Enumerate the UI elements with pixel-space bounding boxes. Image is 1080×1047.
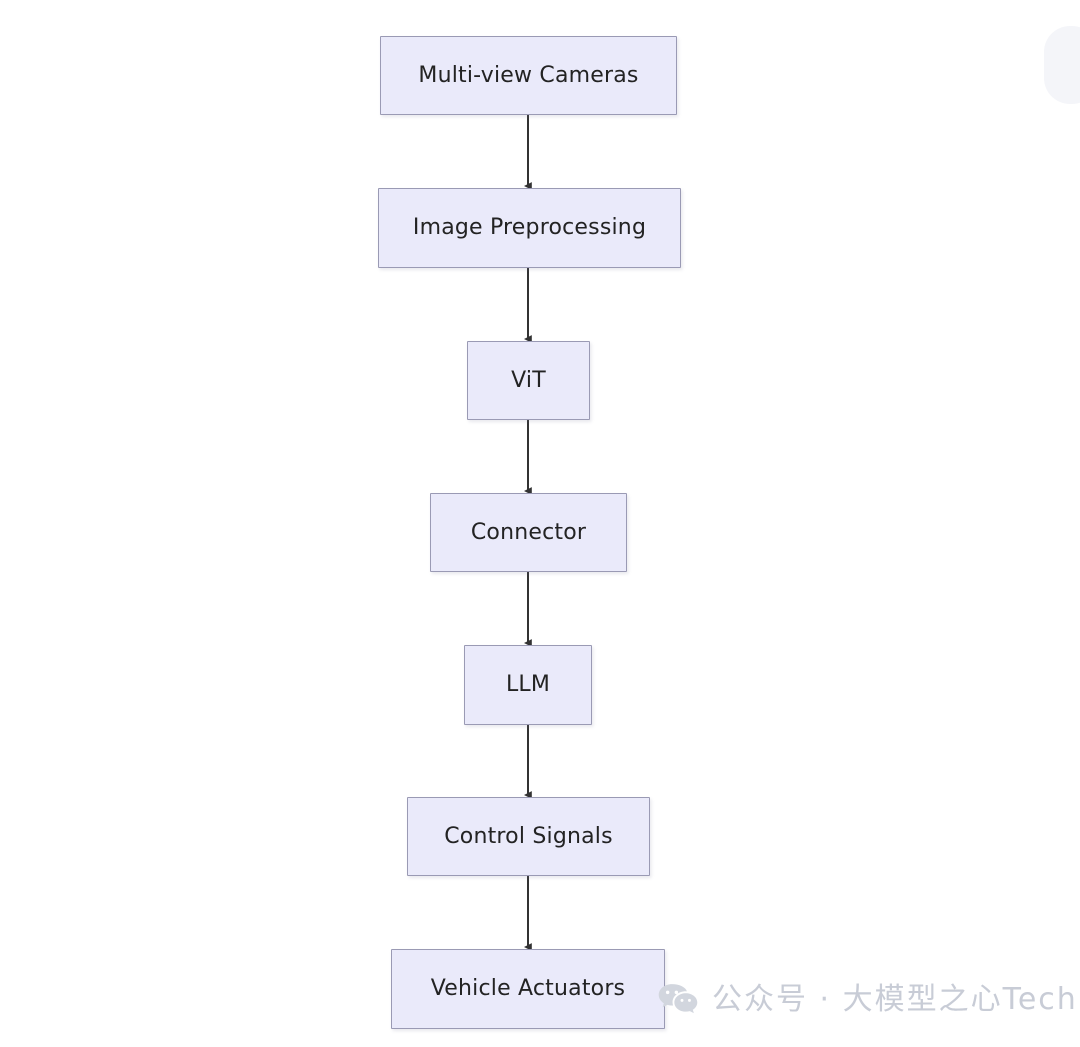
flowchart-node-n5[interactable]: LLM bbox=[464, 645, 592, 725]
flowchart-node-label: LLM bbox=[505, 672, 551, 697]
flowchart-node-label: Multi-view Cameras bbox=[418, 62, 639, 88]
flowchart-node-n2[interactable]: Image Preprocessing bbox=[378, 188, 681, 268]
flowchart-node-label: Control Signals bbox=[444, 823, 613, 849]
watermark-text: 公众号 · 大模型之心Tech bbox=[712, 982, 1078, 1017]
flowchart-node-label: Image Preprocessing bbox=[412, 215, 647, 240]
flowchart-node-n7[interactable]: Vehicle Actuators bbox=[391, 949, 665, 1029]
watermark: 公众号 · 大模型之心Tech bbox=[658, 976, 1078, 1024]
flowchart-node-label: Connector bbox=[470, 519, 587, 545]
flowchart-node-n3[interactable]: ViT bbox=[467, 341, 590, 420]
flowchart-node-n6[interactable]: Control Signals bbox=[407, 797, 650, 876]
flowchart-node-n1[interactable]: Multi-view Cameras bbox=[380, 36, 677, 115]
flowchart-node-label: ViT bbox=[511, 367, 546, 393]
flowchart-node-n4[interactable]: Connector bbox=[430, 493, 627, 572]
flowchart-node-label: Vehicle Actuators bbox=[430, 976, 626, 1001]
corner-decoration bbox=[1044, 26, 1080, 104]
